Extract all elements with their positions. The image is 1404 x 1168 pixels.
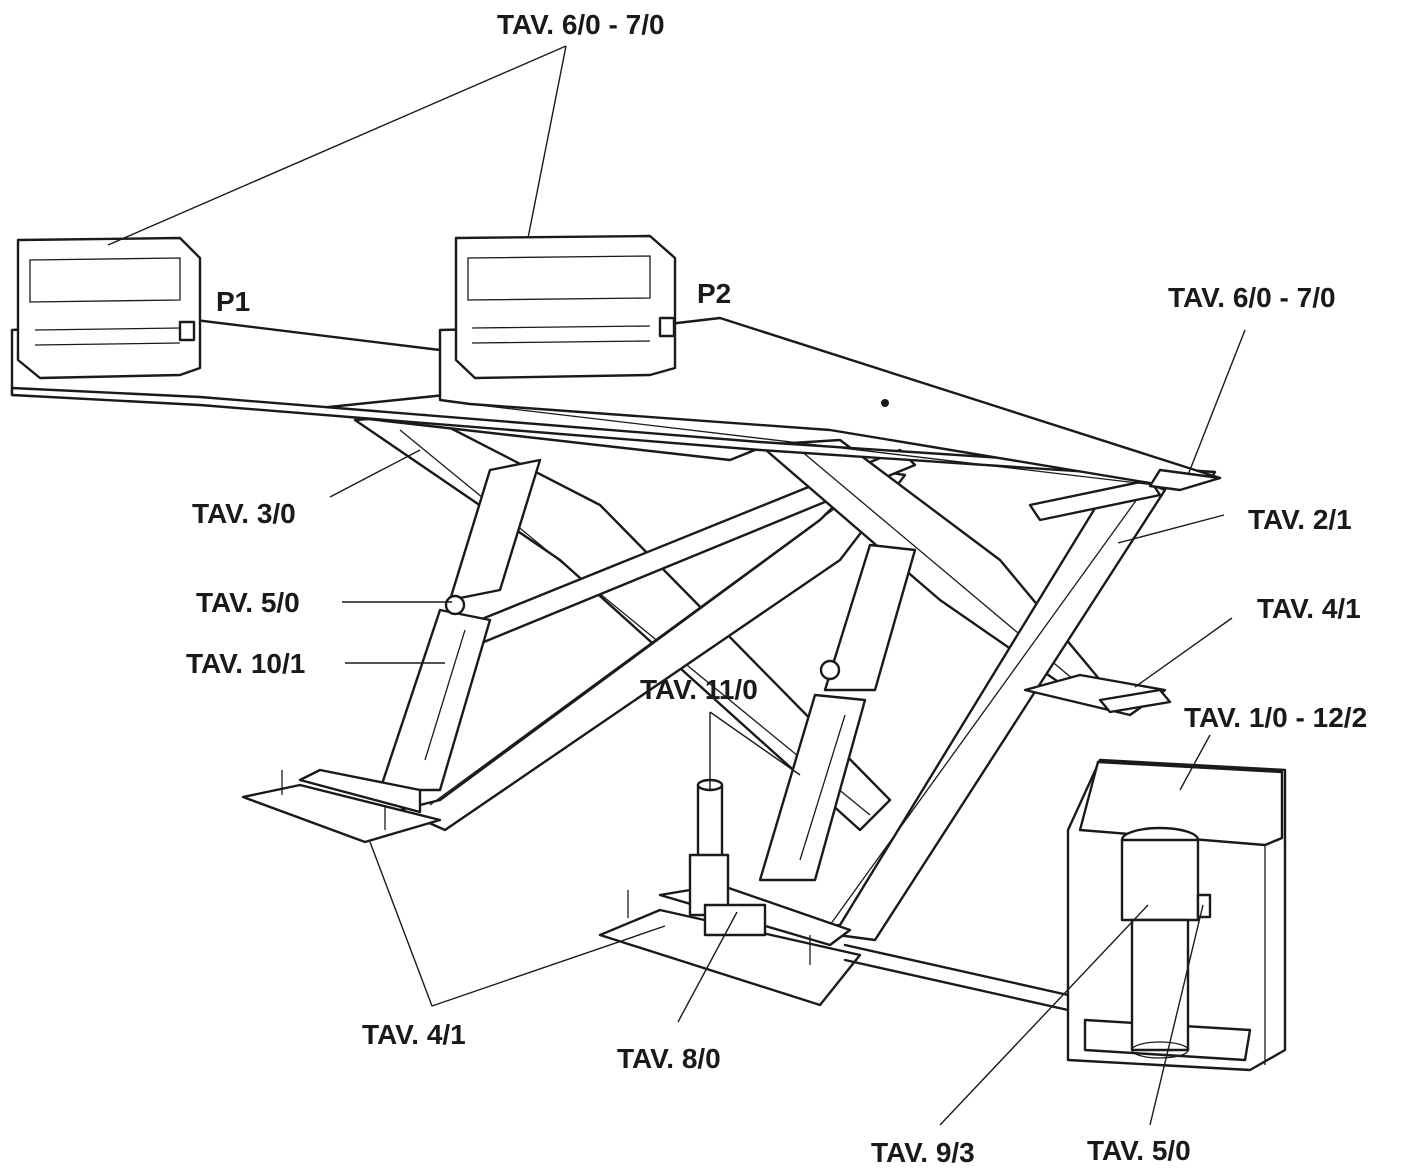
center-cylinder	[758, 543, 917, 882]
control-unit	[1066, 758, 1287, 1072]
label-platform-p1: P1	[216, 286, 250, 317]
label-motor-pump: TAV. 9/3	[871, 1137, 975, 1168]
label-unit-switch: TAV. 5/0	[1087, 1135, 1191, 1166]
label-center-cylinder: TAV. 11/0	[640, 674, 758, 705]
leader-lines	[107, 45, 1246, 1126]
label-right-platform-end: TAV. 6/0 - 7/0	[1168, 282, 1336, 313]
label-base-plates: TAV. 4/1	[362, 1019, 466, 1050]
label-safety-valve: TAV. 8/0	[617, 1043, 721, 1074]
scissor-arms	[353, 413, 1167, 942]
callout-labels: TAV. 6/0 - 7/0 P1 P2 TAV. 6/0 - 7/0 TAV.…	[186, 9, 1367, 1168]
label-platform-p2: P2	[697, 278, 731, 309]
label-cross-tube: TAV. 2/1	[1248, 504, 1352, 535]
label-platform-frame: TAV. 3/0	[192, 498, 296, 529]
base-plates	[241, 673, 1172, 1007]
label-left-cylinder: TAV. 10/1	[186, 648, 305, 679]
label-top-platforms: TAV. 6/0 - 7/0	[497, 9, 665, 40]
label-left-pin: TAV. 5/0	[196, 587, 300, 618]
wheel-stop-p1	[16, 236, 202, 380]
wheel-stop-p2	[454, 234, 677, 380]
safety-valve	[688, 778, 767, 937]
lift-drawing	[10, 234, 1287, 1072]
label-control-unit: TAV. 1/0 - 12/2	[1184, 702, 1367, 733]
hydraulic-hose	[843, 943, 1070, 1012]
label-right-base: TAV. 4/1	[1257, 593, 1361, 624]
